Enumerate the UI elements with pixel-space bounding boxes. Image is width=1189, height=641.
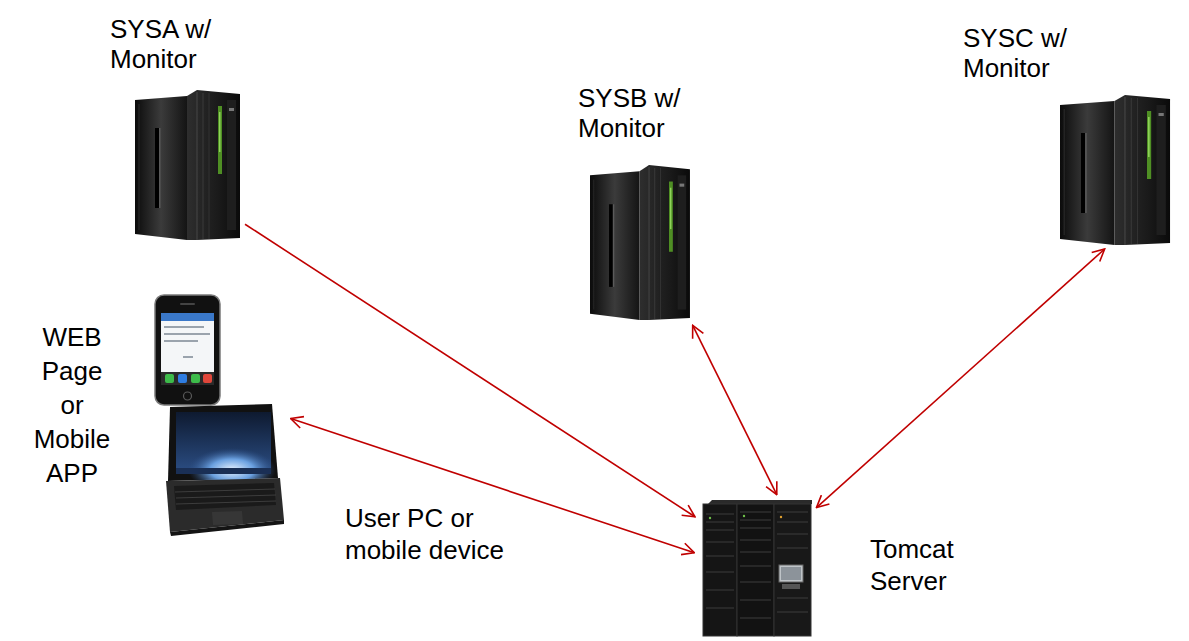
connector-arrow [245, 224, 695, 517]
mainframe-illustration [1060, 95, 1170, 245]
laptop-illustration [166, 404, 284, 536]
rack-server-illustration [703, 500, 812, 636]
connector-arrow [693, 325, 777, 494]
mainframe-illustration [590, 165, 690, 320]
connector-arrow [816, 249, 1104, 508]
mainframe-illustration [135, 90, 240, 240]
node-label: SYSB w/ Monitor [578, 83, 718, 143]
node-caption: User PC or mobile device [345, 502, 535, 566]
phone-illustration [155, 295, 220, 405]
node-label: WEB Page or Mobile APP [30, 320, 114, 490]
node-label: Tomcat Server [870, 533, 990, 597]
node-label: SYSC w/ Monitor [963, 23, 1103, 83]
node-label: SYSA w/ Monitor [110, 14, 250, 74]
mainframe-node: SYSB w/ Monitor [590, 165, 690, 320]
server-node: Tomcat Server [700, 500, 812, 636]
mainframe-node: SYSA w/ Monitor [135, 90, 240, 240]
mainframe-node: SYSC w/ Monitor [1060, 95, 1170, 245]
client-device-node: WEB Page or Mobile APPUser PC or mobile … [155, 290, 285, 540]
